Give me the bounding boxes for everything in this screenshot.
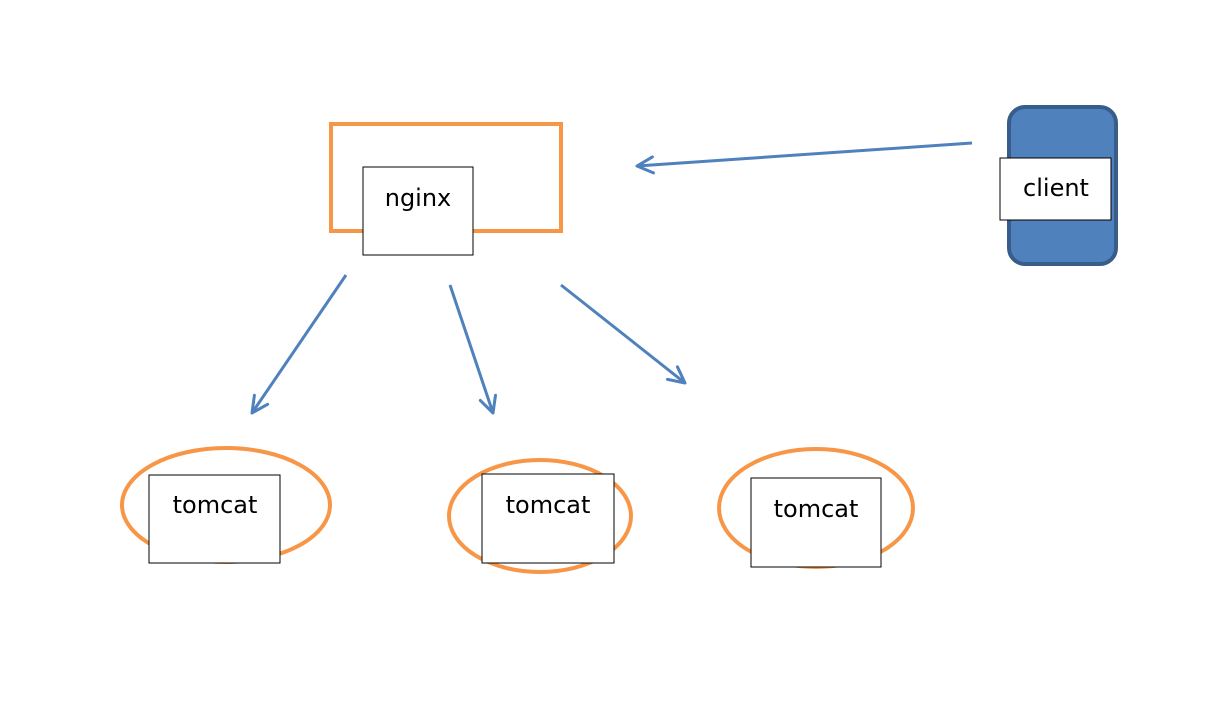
tomcat-1-label-box — [148, 474, 281, 564]
tomcat-node-2: tomcat — [447, 458, 633, 574]
nginx-label: nginx — [385, 184, 452, 212]
tomcat-1-label: tomcat — [173, 491, 258, 519]
tomcat-node-1: tomcat — [120, 446, 332, 564]
client-label: client — [1023, 174, 1089, 202]
arrow-nginx-to-tomcat-3 — [560, 283, 687, 385]
arrow-client-to-nginx — [635, 141, 973, 175]
tomcat-3-label: tomcat — [774, 495, 859, 523]
tomcat-2-label-box — [481, 473, 615, 564]
arrow-nginx-to-tomcat-2 — [448, 284, 497, 415]
edges — [250, 141, 973, 415]
client-node: client — [999, 105, 1118, 266]
arrow-nginx-to-tomcat-1 — [250, 274, 348, 415]
nginx-label-box — [362, 166, 474, 256]
nginx-node: nginx — [329, 122, 563, 256]
tomcat-3-label-box — [750, 477, 882, 568]
tomcat-2-label: tomcat — [506, 491, 591, 519]
client-label-box — [999, 157, 1112, 221]
tomcat-2-frame — [447, 458, 633, 574]
tomcat-node-3: tomcat — [717, 447, 915, 569]
